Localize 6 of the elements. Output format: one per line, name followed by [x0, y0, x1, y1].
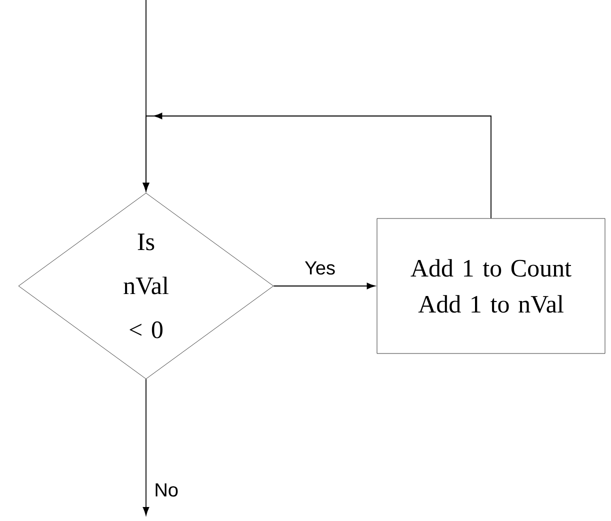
arrow [142, 112, 492, 219]
edge-label: No [153, 482, 180, 498]
arrow [273, 282, 376, 290]
arrow [142, 378, 150, 516]
edge-label: Yes [304, 260, 336, 276]
process-box: Add 1 to Count Add 1 to nVal [376, 218, 606, 354]
